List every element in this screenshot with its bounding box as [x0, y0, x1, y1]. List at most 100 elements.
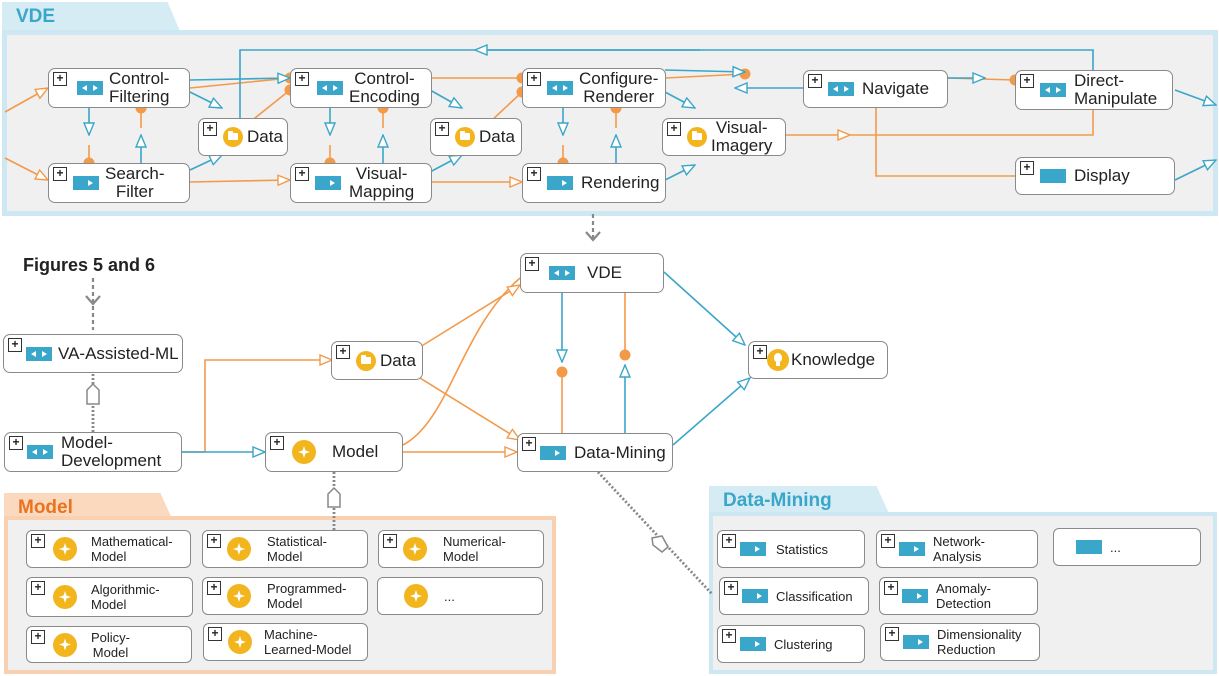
node-data-2[interactable]: + Data	[430, 118, 522, 156]
expand-icon[interactable]: +	[753, 345, 767, 359]
process-icon	[77, 81, 103, 95]
node-label: Mathematical- Model	[91, 534, 173, 564]
process-icon	[317, 81, 343, 95]
expand-icon[interactable]: +	[527, 167, 541, 181]
node-classification[interactable]: + Classification	[719, 577, 869, 615]
expand-icon[interactable]: +	[295, 72, 309, 86]
node-label: Programmed- Model	[267, 581, 347, 611]
model-icon	[292, 440, 316, 464]
folder-icon	[455, 127, 475, 147]
model-icon	[53, 632, 77, 657]
node-data-1[interactable]: + Data	[198, 118, 288, 156]
expand-icon[interactable]: +	[885, 627, 899, 641]
node-data-mining[interactable]: + Data-Mining	[517, 433, 673, 472]
process-icon	[902, 589, 928, 603]
node-label: Navigate	[862, 79, 930, 98]
expand-icon[interactable]: +	[383, 534, 397, 548]
expand-icon[interactable]: +	[1020, 161, 1034, 175]
expand-icon[interactable]: +	[53, 72, 67, 86]
node-policy-model[interactable]: + Policy- Model	[26, 626, 192, 663]
node-label: Policy- Model	[91, 629, 131, 660]
expand-icon[interactable]: +	[270, 436, 284, 450]
node-label: Dimensionality Reduction	[937, 627, 1022, 657]
expand-icon[interactable]: +	[9, 436, 23, 450]
node-model[interactable]: + Model	[265, 432, 403, 472]
expand-icon[interactable]: +	[295, 167, 309, 181]
expand-icon[interactable]: +	[667, 122, 681, 136]
node-visual-mapping[interactable]: + Visual- Mapping	[290, 163, 432, 203]
node-navigate[interactable]: + Navigate	[803, 70, 948, 108]
node-mathematical-model[interactable]: + Mathematical- Model	[26, 530, 191, 568]
edge	[850, 110, 1094, 136]
process-icon	[26, 346, 52, 361]
edge	[419, 285, 520, 348]
model-icon	[228, 630, 252, 654]
node-label: Statistical- Model	[267, 534, 327, 564]
node-control-encoding[interactable]: + Control- Encoding	[290, 68, 432, 108]
node-programmed-model[interactable]: + Programmed- Model	[202, 577, 368, 615]
expand-icon[interactable]: +	[208, 627, 222, 641]
node-rendering[interactable]: + Rendering	[522, 163, 666, 203]
node-more-dm[interactable]: ...	[1053, 528, 1201, 566]
edge	[664, 68, 751, 80]
edge	[664, 91, 695, 108]
edge	[664, 165, 695, 181]
node-label: ...	[1110, 539, 1121, 555]
expand-icon[interactable]: +	[881, 534, 895, 548]
expand-icon[interactable]: +	[207, 534, 221, 548]
node-label: Data-Mining	[574, 442, 666, 462]
expand-icon[interactable]: +	[884, 581, 898, 595]
expand-icon[interactable]: +	[525, 257, 539, 271]
edge	[4, 157, 48, 180]
expand-icon[interactable]: +	[31, 581, 45, 595]
node-visual-imagery[interactable]: + Visual- Imagery	[662, 118, 786, 156]
model-icon	[227, 584, 251, 608]
node-knowledge[interactable]: + Knowledge	[748, 341, 888, 379]
node-machine-learned-model[interactable]: + Machine- Learned-Model	[203, 623, 368, 661]
node-clustering[interactable]: + Clustering	[717, 625, 865, 663]
node-direct-manipulate[interactable]: + Direct- Manipulate	[1015, 70, 1173, 110]
node-numerical-model[interactable]: + Numerical- Model	[378, 530, 544, 568]
node-anomaly-detection[interactable]: + Anomaly- Detection	[879, 577, 1038, 615]
node-dimensionality-reduction[interactable]: + Dimensionality Reduction	[880, 623, 1040, 661]
expand-icon[interactable]: +	[808, 74, 822, 88]
expand-icon[interactable]: +	[207, 581, 221, 595]
expand-icon[interactable]: +	[1020, 74, 1034, 88]
expand-icon[interactable]: +	[203, 122, 217, 136]
node-algorithmic-model[interactable]: + Algorithmic- Model	[26, 577, 193, 617]
node-control-filtering[interactable]: + Control- Filtering	[48, 68, 190, 108]
expand-icon[interactable]: +	[522, 437, 536, 451]
edge	[189, 91, 222, 108]
node-label: Statistics	[776, 541, 829, 557]
process-icon	[549, 266, 575, 280]
edge	[85, 295, 101, 306]
node-label: Classification	[776, 588, 853, 604]
node-label: Knowledge	[791, 350, 876, 369]
edge	[189, 155, 222, 171]
expand-icon[interactable]: +	[8, 338, 22, 352]
node-statistical-model[interactable]: + Statistical- Model	[202, 530, 368, 568]
expand-icon[interactable]: +	[527, 72, 541, 86]
node-statistics[interactable]: + Statistics	[717, 530, 865, 568]
node-label: ...	[444, 588, 455, 604]
node-va-assisted-ml[interactable]: + VA-Assisted-ML	[3, 334, 183, 373]
expand-icon[interactable]: +	[31, 630, 45, 644]
expand-icon[interactable]: +	[336, 345, 350, 359]
expand-icon[interactable]: +	[31, 534, 45, 548]
node-configure-renderer[interactable]: + Configure- Renderer	[522, 68, 666, 108]
node-network-analysis[interactable]: + Network- Analysis	[876, 530, 1038, 568]
node-more-models[interactable]: ...	[377, 577, 543, 615]
process-icon	[540, 445, 566, 460]
process-icon	[1040, 83, 1066, 97]
expand-icon[interactable]: +	[722, 534, 736, 548]
node-display[interactable]: + Display	[1015, 157, 1175, 195]
process-icon	[315, 176, 341, 190]
expand-icon[interactable]: +	[724, 581, 738, 595]
node-data[interactable]: + Data	[331, 341, 423, 380]
node-vde[interactable]: + VDE	[520, 253, 664, 293]
expand-icon[interactable]: +	[53, 167, 67, 181]
expand-icon[interactable]: +	[722, 629, 736, 643]
node-model-development[interactable]: + Model- Development	[4, 432, 182, 472]
node-search-filter[interactable]: + Search- Filter	[48, 163, 190, 203]
expand-icon[interactable]: +	[435, 122, 449, 136]
